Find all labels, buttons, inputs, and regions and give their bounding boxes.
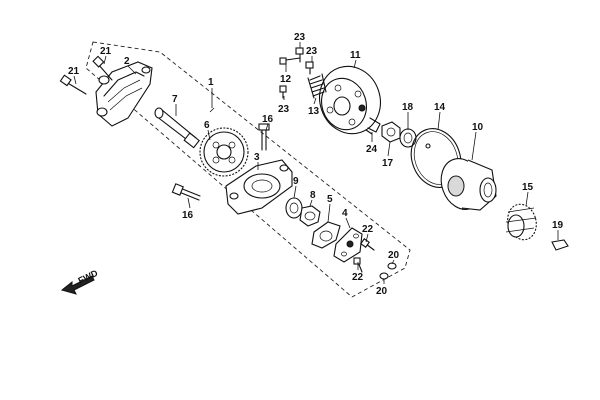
callout-21-lower: 21	[68, 66, 80, 77]
callout-3: 3	[254, 152, 260, 163]
callout-24: 24	[366, 144, 378, 155]
callout-7: 7	[172, 94, 178, 105]
callout-4: 4	[342, 208, 348, 219]
part-circlip	[365, 117, 381, 135]
callout-2: 2	[124, 56, 130, 67]
callout-14: 14	[434, 102, 446, 113]
callout-labels: 1 2 21 21 7 6 3 16 16 9 8 5 4 22 22 20 2…	[68, 32, 564, 297]
part-bolt-lower	[59, 74, 87, 95]
part-long-bolt-lower	[171, 183, 201, 201]
part-inner-rotor	[285, 197, 303, 219]
part-o-ring-lower	[379, 272, 389, 280]
callout-8: 8	[310, 190, 316, 201]
callout-1: 1	[208, 77, 214, 88]
part-cover-plate	[333, 227, 363, 263]
callout-23-low: 23	[278, 104, 290, 115]
callout-15: 15	[522, 182, 534, 193]
part-pin	[551, 239, 569, 251]
callout-11: 11	[350, 50, 361, 61]
part-splined-sleeve	[505, 203, 537, 241]
callout-10: 10	[472, 122, 484, 133]
part-bolt-23-top	[295, 47, 304, 63]
part-clutch-hub	[440, 158, 497, 211]
callout-12: 12	[280, 74, 292, 85]
callout-21-upper: 21	[100, 46, 112, 57]
callout-17: 17	[382, 158, 394, 169]
part-outer-rotor	[299, 205, 321, 227]
forward-arrow-icon	[60, 275, 95, 295]
callout-9: 9	[293, 176, 299, 187]
callout-13: 13	[308, 106, 320, 117]
callout-16-upper: 16	[262, 114, 274, 125]
part-long-bolt-upper	[258, 123, 270, 151]
part-washer	[399, 128, 417, 148]
callout-23-top: 23	[294, 32, 306, 43]
part-o-ring-upper	[387, 262, 397, 270]
part-clutch-housing	[319, 65, 381, 135]
callout-5: 5	[327, 194, 333, 205]
callout-23-mid: 23	[306, 46, 318, 57]
part-pump-body	[225, 159, 293, 215]
callout-20-upper: 20	[388, 250, 400, 261]
part-small-bolt-lower	[353, 257, 363, 273]
part-bolt-upper	[92, 55, 113, 81]
callout-22-lower: 22	[352, 272, 364, 283]
part-small-bolt-upper	[360, 238, 375, 251]
part-bolt-23-low	[279, 85, 287, 99]
part-bolt-23-mid	[305, 61, 314, 75]
forward-direction-indicator: FWD	[60, 268, 100, 295]
part-spring	[307, 73, 327, 99]
leader-lines	[73, 42, 559, 284]
callout-19: 19	[552, 220, 564, 231]
callout-6: 6	[204, 120, 210, 131]
part-gear	[199, 127, 249, 177]
part-shaft	[154, 107, 200, 149]
callout-16-lower: 16	[182, 210, 194, 221]
part-nut	[381, 121, 401, 143]
callout-18: 18	[402, 102, 414, 113]
callout-20-lower: 20	[376, 286, 388, 297]
part-bolt-12	[279, 57, 301, 65]
callout-22-upper: 22	[362, 224, 374, 235]
